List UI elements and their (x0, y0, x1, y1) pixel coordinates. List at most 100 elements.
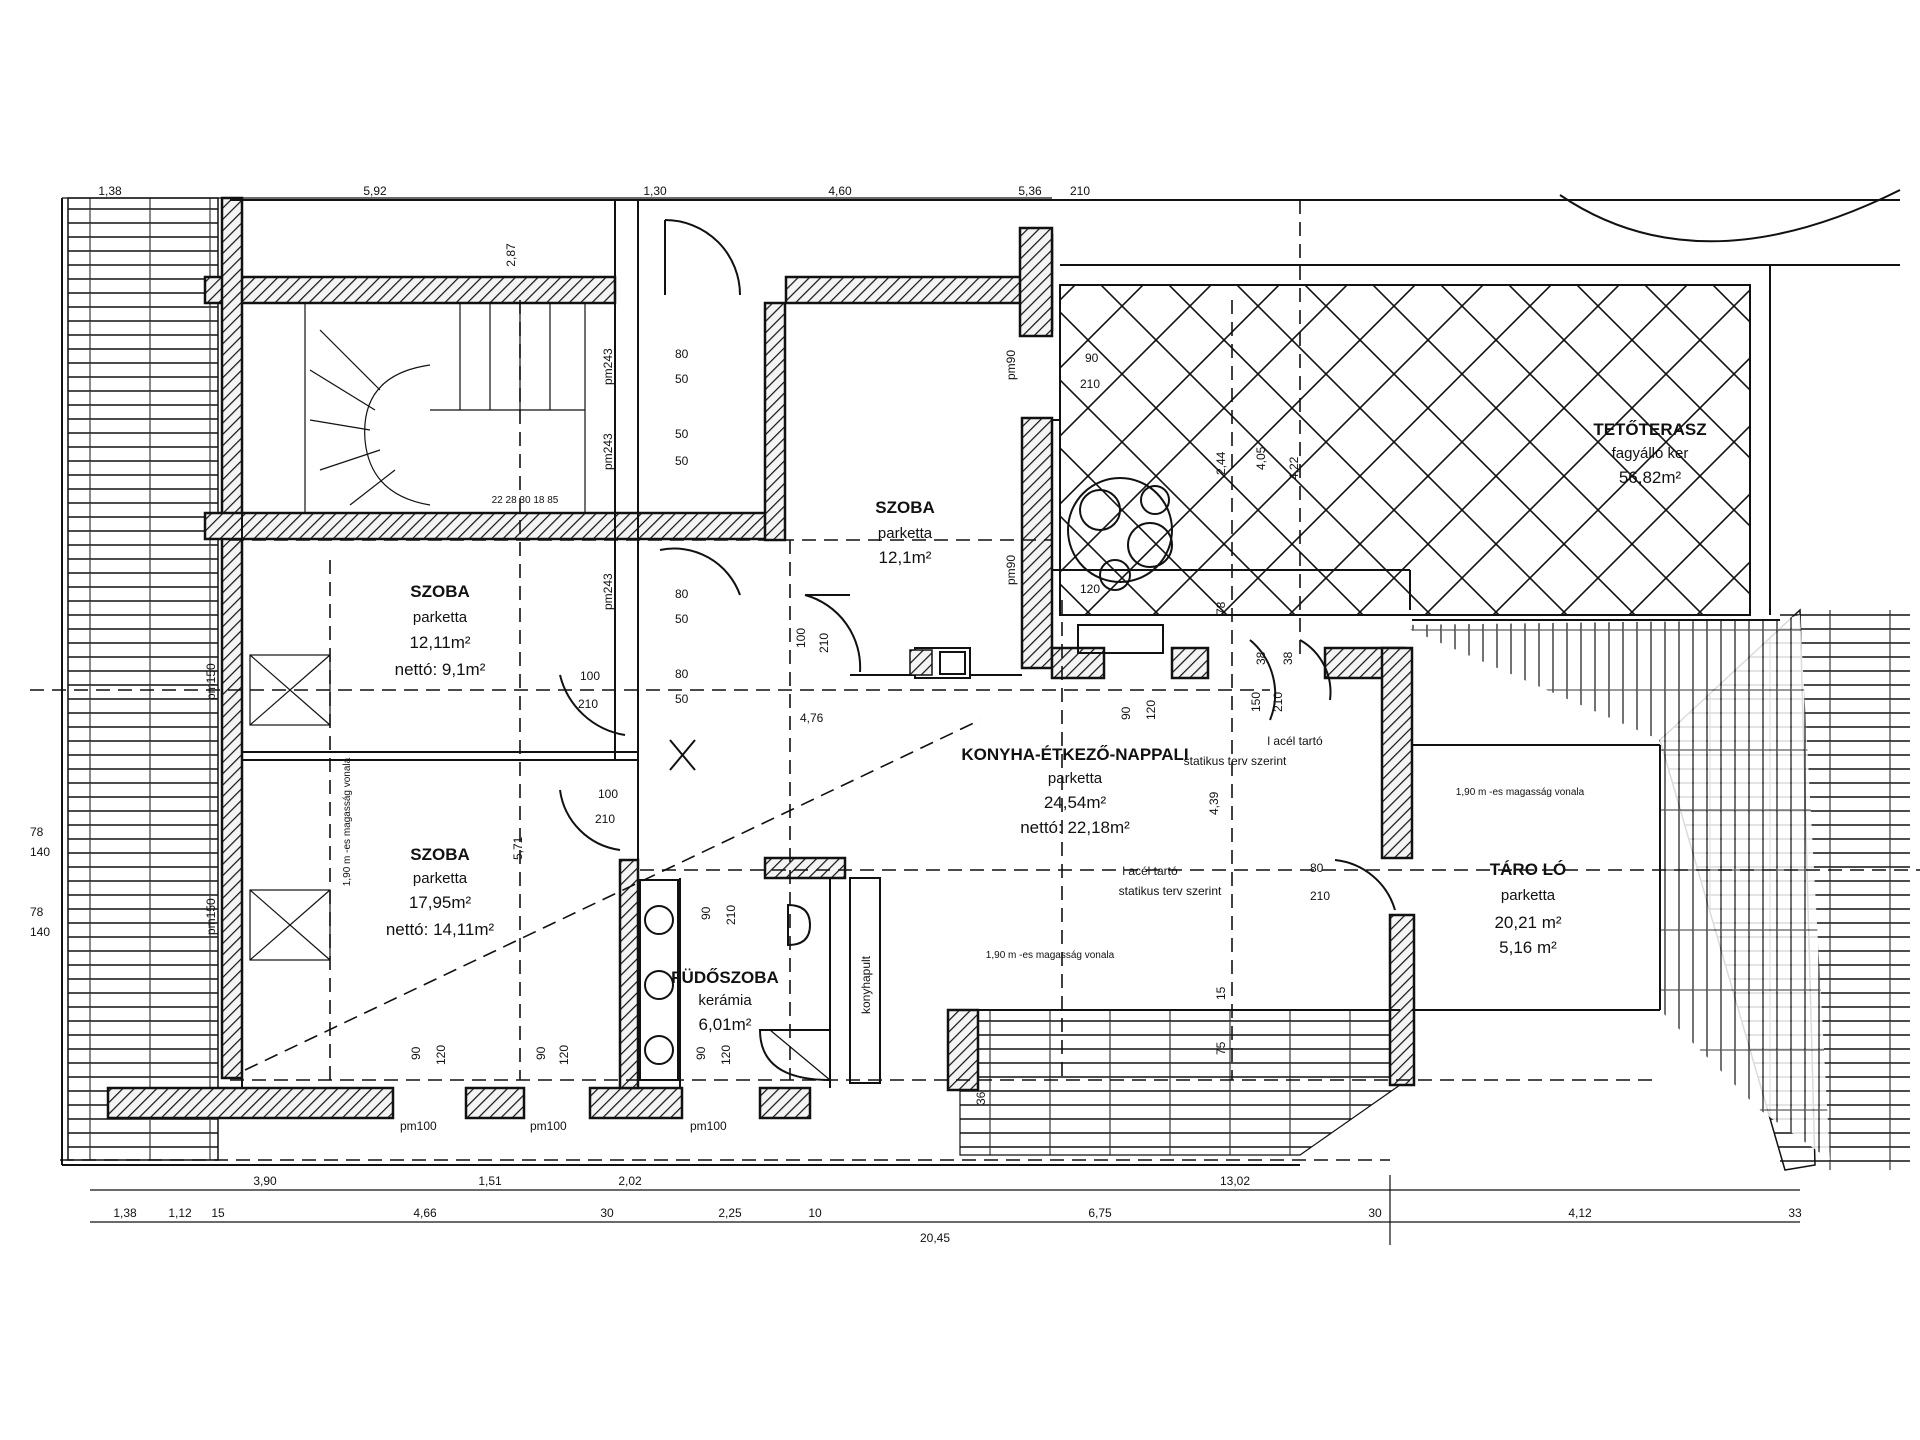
svg-text:FÜDŐSZOBA: FÜDŐSZOBA (671, 968, 779, 987)
svg-text:4,05: 4,05 (1254, 446, 1268, 470)
svg-text:pm100: pm100 (400, 1119, 437, 1133)
svg-text:4,60: 4,60 (828, 184, 852, 198)
svg-text:TETŐTERASZ: TETŐTERASZ (1593, 420, 1706, 439)
svg-text:120: 120 (1144, 700, 1158, 720)
svg-text:6,01m²: 6,01m² (699, 1015, 752, 1034)
svg-text:pm90: pm90 (1004, 555, 1018, 585)
svg-text:parketta: parketta (1048, 770, 1103, 787)
staircase (304, 302, 586, 514)
sink-outlet (909, 649, 933, 676)
svg-text:50: 50 (675, 372, 689, 386)
note-kitchen-counter: konyhapult (859, 955, 873, 1014)
svg-text:2,25: 2,25 (718, 1206, 742, 1220)
svg-text:5,36: 5,36 (1018, 184, 1042, 198)
svg-text:210: 210 (1310, 889, 1330, 903)
svg-text:12,11m²: 12,11m² (409, 633, 470, 652)
svg-text:KONYHA-ÉTKEZŐ-NAPPALI: KONYHA-ÉTKEZŐ-NAPPALI (961, 745, 1188, 764)
terrace-pattern (1059, 284, 1751, 616)
svg-text:20,21 m²: 20,21 m² (1494, 913, 1561, 932)
roof-tiles (67, 197, 1910, 1171)
svg-text:parketta: parketta (1501, 887, 1556, 904)
svg-text:1,38: 1,38 (113, 1206, 137, 1220)
room-label-szoba-left2: SZOBA parketta 17,95m² nettó: 14,11m² (386, 845, 495, 939)
svg-text:210: 210 (724, 905, 738, 925)
svg-text:120: 120 (719, 1045, 733, 1065)
svg-text:pm243: pm243 (601, 348, 615, 385)
svg-text:36: 36 (974, 1091, 988, 1105)
svg-text:75: 75 (1214, 1041, 1228, 1055)
closet-marks (249, 654, 331, 961)
svg-text:13,02: 13,02 (1220, 1174, 1250, 1188)
svg-text:210: 210 (595, 812, 615, 826)
svg-text:pm243: pm243 (601, 573, 615, 610)
svg-text:5,16 m²: 5,16 m² (1499, 938, 1557, 957)
note-height-line-2: 1,90 m -es magasság vonala (1456, 787, 1585, 798)
svg-text:10: 10 (808, 1206, 822, 1220)
svg-text:50: 50 (675, 612, 689, 626)
svg-text:38: 38 (1254, 651, 1268, 665)
svg-text:nettó: 22,18m²: nettó: 22,18m² (1020, 818, 1130, 837)
svg-text:24,54m²: 24,54m² (1044, 793, 1107, 812)
svg-text:6,75: 6,75 (1088, 1206, 1112, 1220)
room-label-furdo: FÜDŐSZOBA kerámia 6,01m² (671, 968, 779, 1034)
svg-text:2,87: 2,87 (504, 243, 518, 267)
svg-text:210: 210 (578, 697, 598, 711)
svg-text:1,12: 1,12 (168, 1206, 192, 1220)
svg-text:120: 120 (434, 1045, 448, 1065)
svg-text:140: 140 (30, 925, 50, 939)
svg-text:5,92: 5,92 (363, 184, 387, 198)
note-height-line-3: 1,90 m -es magasság vonala (342, 757, 353, 886)
svg-text:4,39: 4,39 (1207, 791, 1221, 815)
svg-text:210: 210 (1271, 692, 1285, 712)
svg-text:56,82m²: 56,82m² (1619, 468, 1682, 487)
svg-text:140: 140 (30, 845, 50, 859)
svg-text:4,66: 4,66 (413, 1206, 437, 1220)
svg-text:210: 210 (1070, 184, 1090, 198)
svg-text:nettó: 14,11m²: nettó: 14,11m² (386, 920, 495, 939)
svg-text:17,95m²: 17,95m² (409, 893, 472, 912)
structure-lines (61, 198, 1900, 1166)
svg-text:210: 210 (817, 633, 831, 653)
svg-text:100: 100 (794, 628, 808, 648)
room-label-szoba-left1: SZOBA parketta 12,11m² nettó: 9,1m² (395, 582, 486, 679)
room-label-taroló: TÁRO LÓ parketta 20,21 m² 5,16 m² (1490, 860, 1567, 957)
svg-text:SZOBA: SZOBA (410, 582, 470, 601)
svg-text:120: 120 (557, 1045, 571, 1065)
svg-text:2,02: 2,02 (618, 1174, 642, 1188)
svg-text:2,44: 2,44 (1214, 451, 1228, 475)
svg-text:pm90: pm90 (1004, 350, 1018, 380)
svg-text:15: 15 (211, 1206, 225, 1220)
note-stair: 22 28 30 18 85 (492, 495, 559, 506)
terrace-arc (1559, 189, 1901, 243)
svg-text:30: 30 (600, 1206, 614, 1220)
svg-text:SZOBA: SZOBA (410, 845, 470, 864)
stove-box (939, 651, 966, 675)
svg-text:50: 50 (675, 427, 689, 441)
svg-text:30: 30 (1368, 1206, 1382, 1220)
svg-text:kerámia: kerámia (698, 992, 752, 1009)
svg-text:90: 90 (534, 1046, 548, 1060)
svg-text:pm100: pm100 (690, 1119, 727, 1133)
svg-text:SZOBA: SZOBA (875, 498, 935, 517)
dashed-lines (30, 200, 1920, 1161)
svg-text:90: 90 (699, 906, 713, 920)
note-steel-beam-2: l acél tartó (1122, 864, 1178, 878)
svg-text:33: 33 (1788, 1206, 1802, 1220)
svg-text:90: 90 (694, 1046, 708, 1060)
svg-text:80: 80 (675, 587, 689, 601)
plant-icon (1067, 477, 1173, 654)
note-height-line-1: 1,90 m -es magasság vonala (986, 950, 1115, 961)
top-dimensions: 1,38 5,92 2,87 1,30 4,60 5,36 210 (98, 184, 1090, 267)
svg-text:50: 50 (675, 692, 689, 706)
room-label-szoba-top: SZOBA parketta 12,1m² (875, 498, 935, 567)
svg-text:4,76: 4,76 (800, 711, 824, 725)
svg-text:80: 80 (675, 667, 689, 681)
svg-text:210: 210 (1080, 377, 1100, 391)
inner-dimensions: 80 50 50 50 80 50 80 50 90 210 120 78 2,… (30, 347, 1330, 1133)
dimension-lines (62, 197, 1800, 1245)
svg-text:pm243: pm243 (601, 433, 615, 470)
svg-text:12,1m²: 12,1m² (879, 548, 932, 567)
svg-text:parketta: parketta (878, 525, 933, 542)
bathroom-fixtures (639, 877, 881, 1084)
chimney-top (1018, 226, 1054, 338)
